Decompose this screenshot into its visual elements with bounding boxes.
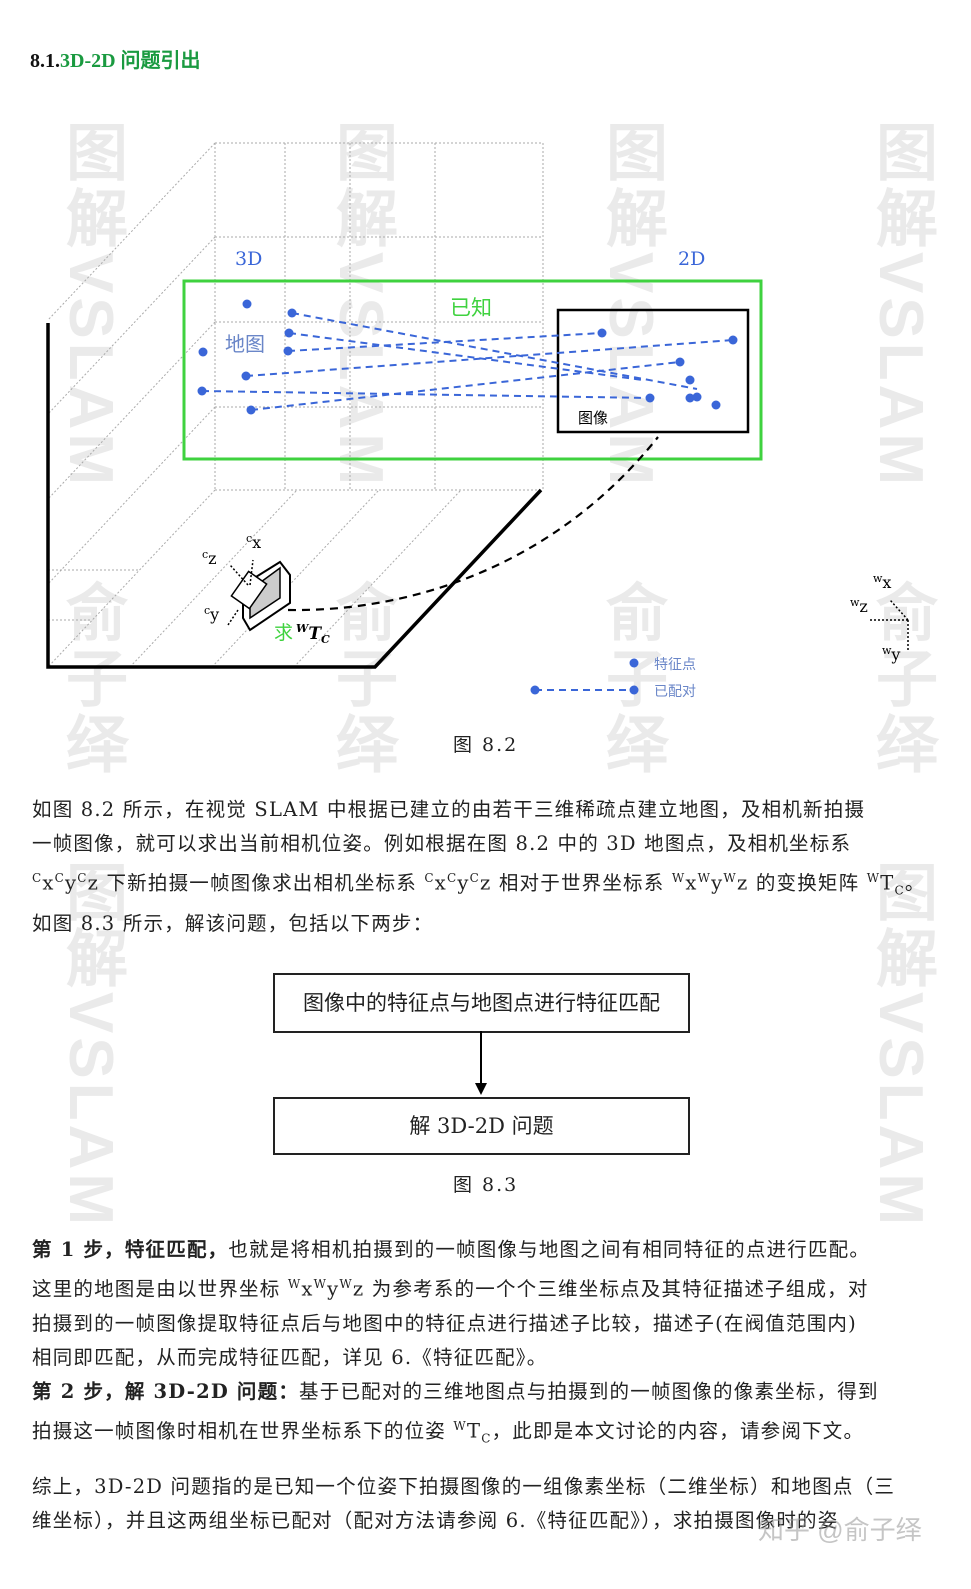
text-line: 如图 8.2 所示，在视觉 SLAM 中根据已建立的由若干三维稀疏点建立地图，及… — [32, 798, 866, 821]
feature-point — [685, 393, 695, 403]
match-line — [201, 390, 651, 399]
feature-points — [197, 299, 738, 415]
world-axis-x: wx — [873, 572, 891, 592]
match-lines — [201, 312, 734, 411]
flow-step-1-box: 图像中的特征点与地图点进行特征匹配 — [273, 973, 690, 1033]
feature-point — [241, 371, 251, 381]
section-number: 8.1. — [30, 50, 60, 72]
match-line — [250, 361, 681, 411]
feature-point — [685, 375, 695, 385]
feature-point — [711, 400, 721, 410]
site-watermark: 知乎 @俞子绎 — [758, 1515, 922, 1545]
match-line — [245, 339, 734, 377]
text-line: 拍摄这一帧图像时相机在世界坐标系下的位姿 WTC，此即是本文讨论的内容，请参阅下… — [32, 1418, 865, 1445]
label-transform: WTC — [296, 622, 330, 646]
match-line — [287, 332, 603, 352]
feature-point — [728, 335, 738, 345]
summary-paragraph: 综上，3D-2D 问题指的是已知一个位姿下拍摄图像的一组像素坐标（二维坐标）和地… — [32, 1470, 947, 1538]
grid-line — [47, 236, 216, 415]
world-axis-z: wz — [850, 596, 868, 616]
feature-point — [675, 357, 685, 367]
feature-point — [283, 346, 293, 356]
legend-feature-marker — [629, 658, 639, 668]
camera-icon — [227, 559, 291, 632]
feature-point — [287, 308, 297, 318]
feature-point — [645, 393, 655, 403]
label-known: 已知 — [450, 296, 492, 320]
figure-8-2-diagram: 3D 2D 已知 地图 图像 cz cx cy 求 WTC wx wz wy 特… — [46, 142, 909, 700]
text-line: 拍摄到的一帧图像提取特征点后与地图中的特征点进行描述子比较，描述子(在阀值范围内… — [32, 1311, 857, 1335]
feature-point — [246, 405, 256, 415]
grid-line — [47, 489, 216, 668]
text-line: 相同即匹配，从而完成特征匹配，详见 6.《特征匹配》。 — [32, 1345, 548, 1369]
grid-line — [47, 406, 216, 585]
section-heading: 8.1.3D-2D 问题引出 — [30, 44, 201, 73]
section-title: 3D-2D 问题引出 — [60, 50, 201, 72]
feature-point — [198, 347, 208, 357]
text-line: 如图 8.3 所示，解该问题，包括以下两步： — [32, 912, 434, 936]
text-line: 这里的地图是由以世界坐标 WxWyWz 为参考系的一个个三维坐标点及其特征描述子… — [32, 1277, 869, 1301]
text-line: 一帧图像，就可以求出当前相机位姿。例如根据在图 8.2 中的 3D 地图点，及相… — [32, 832, 852, 855]
text-line: 第 2 步，解 3D-2D 问题：基于已配对的三维地图点与拍摄到的一帧图像的像素… — [32, 1379, 879, 1403]
label-2d: 2D — [678, 248, 705, 270]
camera-axis-y: cy — [204, 604, 219, 624]
label-map: 地图 — [225, 332, 265, 356]
world-axis-y: wy — [882, 644, 900, 664]
text-line: CxCyCz 下新拍摄一帧图像求出相机坐标系 CxCyCz 相对于世界坐标系 W… — [32, 871, 926, 898]
match-line — [291, 312, 698, 390]
floor-outline — [46, 323, 543, 669]
label-solve: 求 — [274, 622, 293, 644]
feature-point — [197, 386, 207, 396]
feature-point — [692, 392, 702, 402]
grid-line — [129, 489, 298, 668]
steps-paragraph: 第 1 步，特征匹配，也就是将相机拍摄到的一帧图像与地图之间有相同特征的点进行匹… — [32, 1233, 947, 1455]
legend-feature-label: 特征点 — [654, 657, 696, 673]
grid-line — [47, 321, 216, 500]
feature-point — [284, 328, 294, 338]
grid-line — [293, 489, 462, 668]
flow-arrow — [475, 1031, 487, 1095]
figure-8-2-caption: 图 8.2 — [453, 734, 519, 756]
intro-paragraph: 如图 8.2 所示，在视觉 SLAM 中根据已建立的由若干三维稀疏点建立地图，及… — [32, 793, 947, 941]
text-line: 维坐标），并且这两组坐标已配对（配对方法请参阅 6.《特征匹配》），求拍摄图像时… — [32, 1509, 839, 1532]
feature-point — [597, 328, 607, 338]
label-image: 图像 — [578, 409, 608, 427]
known-region-box — [182, 279, 763, 461]
flow-step-2-box: 解 3D-2D 问题 — [273, 1097, 690, 1155]
world-axes-icon — [870, 599, 909, 650]
label-3d: 3D — [235, 248, 262, 270]
camera-axis-z: cz — [202, 548, 217, 568]
3d-grid — [47, 142, 544, 668]
text-line: 综上，3D-2D 问题指的是已知一个位姿下拍摄图像的一组像素坐标（二维坐标）和地… — [32, 1475, 896, 1498]
figure-8-3-caption: 图 8.3 — [453, 1174, 519, 1196]
pose-curve — [287, 436, 659, 612]
text-line: 第 1 步，特征匹配，也就是将相机拍摄到的一帧图像与地图之间有相同特征的点进行匹… — [32, 1238, 871, 1261]
legend-matched-label: 已配对 — [654, 684, 696, 700]
feature-point — [242, 299, 252, 309]
camera-axis-x: cx — [246, 532, 261, 552]
image-frame — [556, 308, 750, 434]
grid-line — [211, 489, 380, 668]
grid-line — [47, 142, 216, 321]
